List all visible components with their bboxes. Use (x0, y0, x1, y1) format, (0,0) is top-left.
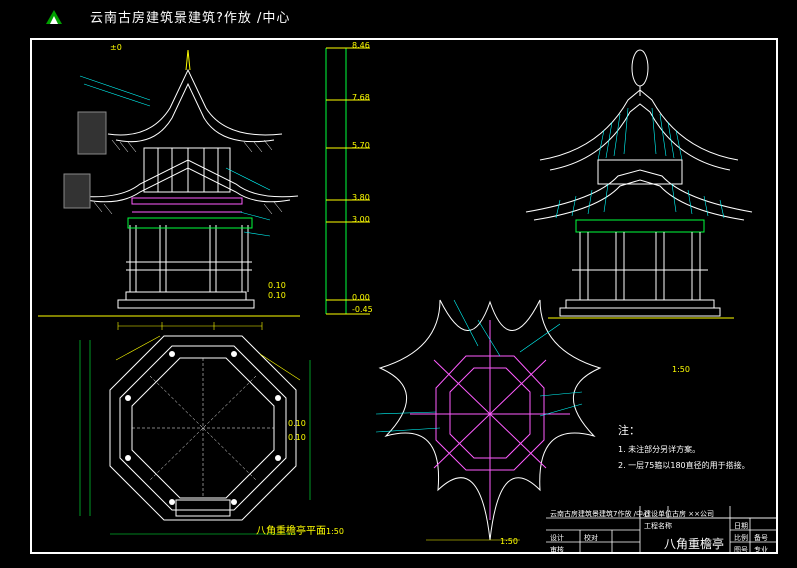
title-block-project: 云南古房建筑景建筑7作放 /中心 (550, 510, 651, 518)
note-item: 1. 未注部分另详方案。 (618, 445, 701, 454)
drawing-name: 八角重檐亭 (664, 537, 725, 551)
title-block-cell: 审核 (550, 546, 564, 554)
title-block-grid (546, 506, 778, 554)
level-label: -0.45 (352, 305, 373, 314)
title-block-cell: 比例 (734, 534, 748, 542)
title-block-cell: 建设单位 (644, 510, 672, 518)
small-label: 0.10 (288, 433, 306, 442)
roof-plan (375, 299, 602, 541)
title-block-cell: 备号 (754, 534, 768, 542)
drawing-frame (30, 38, 778, 554)
right-elevation (525, 49, 753, 319)
left-dim-line (117, 322, 263, 330)
small-label: 0.10 (268, 281, 286, 290)
notes: 注： 1. 未注部分另详方案。 2. 一层75箍以180直径的用于搭接。 (618, 422, 750, 476)
title-block-cell: 专业 (754, 546, 768, 554)
level-label: 7.68 (352, 93, 370, 102)
level-label: 3.00 (352, 215, 370, 224)
title-block-company: 古房 ××公司 (672, 510, 714, 518)
top-dim-label: ±0 (110, 43, 122, 52)
brand-text: 云南古房建筑景建筑?作放 /中心 (90, 11, 291, 26)
top-banner: 云南古房建筑景建筑?作放 /中心 (0, 0, 797, 30)
right-elevation-scale: 1:50 (672, 365, 690, 374)
note-item: 2. 一层75箍以180直径的用于搭接。 (618, 461, 750, 470)
title-block-cell: 工程名称 (644, 522, 672, 530)
level-label: 0.00 (352, 293, 370, 302)
level-label: 3.80 (352, 193, 370, 202)
title-block-cell: 日期 (734, 522, 748, 530)
level-label: 8.46 (352, 41, 370, 50)
octagon-plan (79, 335, 311, 535)
plan-scale: 1:50 (326, 527, 344, 536)
small-label: 0.10 (268, 291, 286, 300)
title-block-cell: 设计 (550, 534, 564, 542)
roof-plan-scale: 1:50 (500, 537, 518, 546)
level-ladder (325, 47, 370, 315)
title-block-cell: 校对 (584, 534, 598, 542)
level-label: 5.70 (352, 141, 370, 150)
plan-title: 八角重檐亭平面 (256, 526, 326, 537)
small-label: 0.10 (288, 419, 306, 428)
notes-heading: 注： (618, 424, 640, 437)
title-block-cell: 图号 (734, 546, 748, 554)
left-elevation (38, 49, 300, 317)
leaf-logo-icon (46, 10, 62, 24)
